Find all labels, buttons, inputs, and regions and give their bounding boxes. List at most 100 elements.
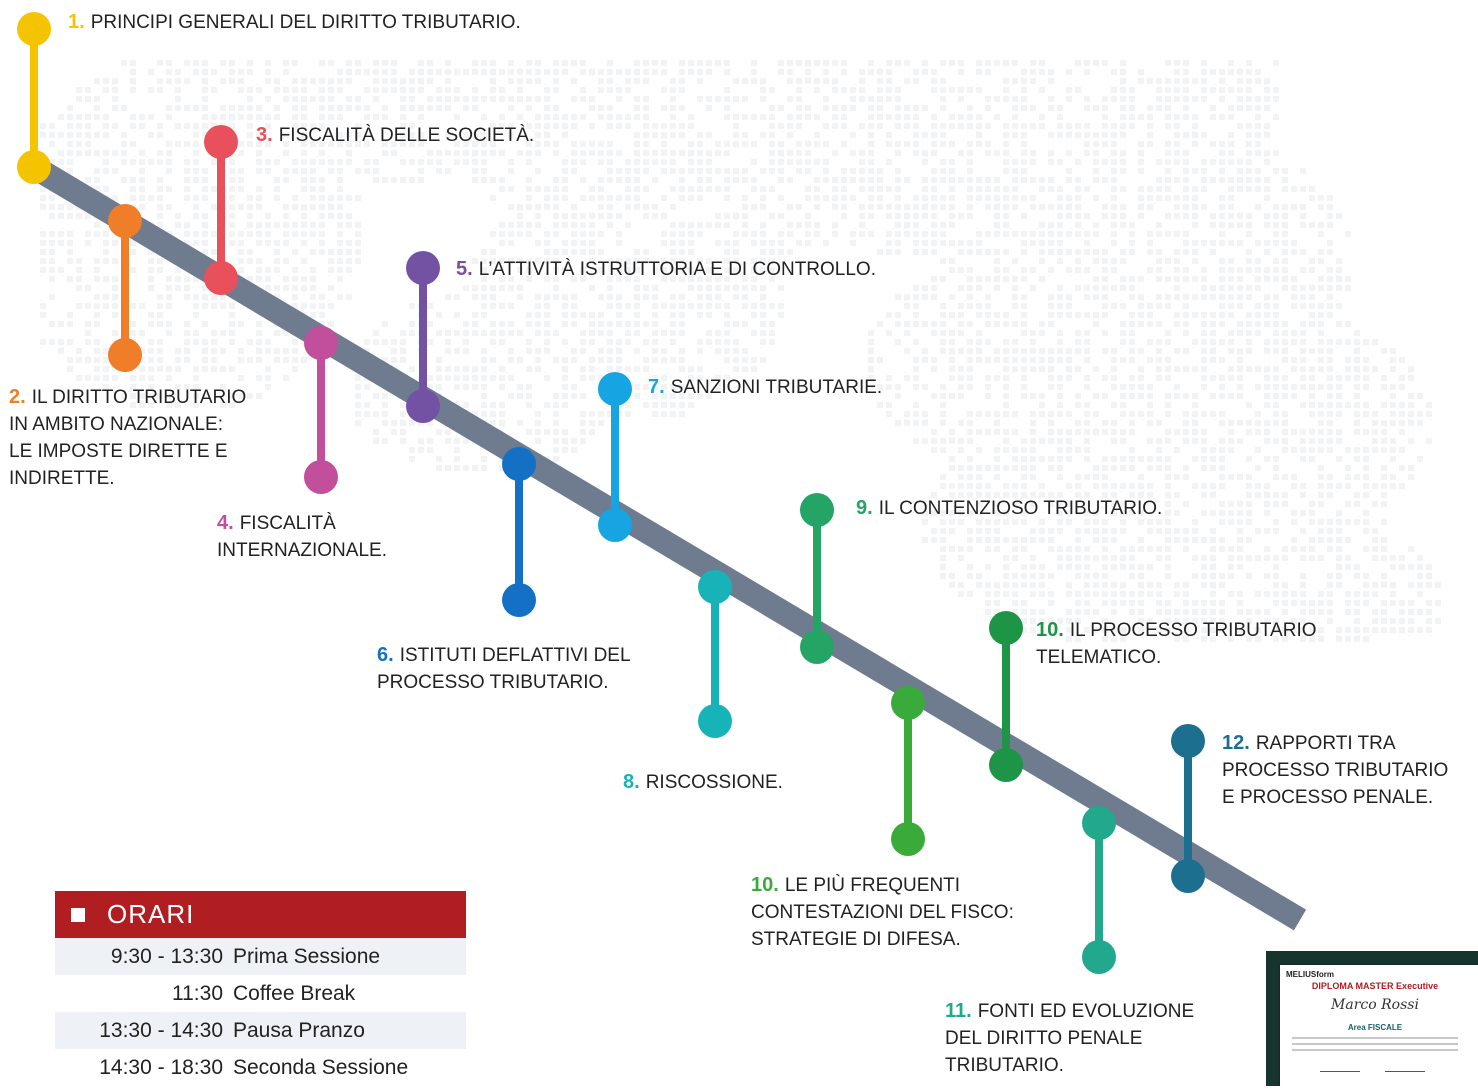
map-dot: [1003, 60, 1009, 66]
map-dot: [985, 609, 991, 615]
map-dot: [1084, 105, 1090, 111]
map-dot: [517, 357, 523, 363]
map-dot: [598, 231, 604, 237]
map-dot: [724, 285, 730, 291]
map-dot: [490, 96, 496, 102]
map-dot: [940, 123, 946, 129]
map-dot: [958, 303, 964, 309]
map-dot: [724, 276, 730, 282]
map-dot: [1282, 213, 1288, 219]
map-dot: [949, 339, 955, 345]
map-dot: [1048, 384, 1054, 390]
map-dot: [931, 429, 937, 435]
topic-text: PROCESSO TRIBUTARIO: [1222, 760, 1449, 781]
map-dot: [1165, 402, 1171, 408]
map-dot: [805, 213, 811, 219]
map-dot: [139, 204, 145, 210]
map-dot: [1048, 294, 1054, 300]
map-dot: [1381, 402, 1387, 408]
map-dot: [733, 123, 739, 129]
map-dot: [859, 159, 865, 165]
map-dot: [310, 285, 316, 291]
map-dot: [922, 60, 928, 66]
map-dot: [499, 150, 505, 156]
map-dot: [166, 78, 172, 84]
map-dot: [616, 123, 622, 129]
map-dot: [1210, 528, 1216, 534]
map-dot: [1192, 123, 1198, 129]
map-dot: [238, 393, 244, 399]
map-dot: [1228, 222, 1234, 228]
topic-9-label: 9.IL CONTENZIOSO TRIBUTARIO.: [856, 495, 1162, 522]
map-dot: [1390, 627, 1396, 633]
map-dot: [1120, 321, 1126, 327]
map-dot: [1111, 420, 1117, 426]
map-dot: [913, 123, 919, 129]
map-dot: [688, 276, 694, 282]
map-dot: [976, 483, 982, 489]
map-dot: [1138, 492, 1144, 498]
map-dot: [337, 276, 343, 282]
map-dot: [67, 105, 73, 111]
map-dot: [598, 114, 604, 120]
map-dot: [994, 510, 1000, 516]
map-dot: [580, 195, 586, 201]
map-dot: [85, 132, 91, 138]
map-dot: [931, 240, 937, 246]
map-dot: [580, 348, 586, 354]
map-dot: [526, 186, 532, 192]
map-dot: [94, 231, 100, 237]
world-map-dot-background: [40, 60, 1441, 642]
map-dot: [760, 114, 766, 120]
map-dot: [697, 276, 703, 282]
map-dot: [1291, 276, 1297, 282]
map-dot: [139, 168, 145, 174]
map-dot: [535, 330, 541, 336]
map-dot: [823, 78, 829, 84]
map-dot: [697, 60, 703, 66]
map-dot: [1093, 285, 1099, 291]
map-dot: [445, 438, 451, 444]
map-dot: [1030, 627, 1036, 633]
map-dot: [1318, 447, 1324, 453]
map-dot: [805, 195, 811, 201]
map-dot: [1003, 249, 1009, 255]
map-dot: [1012, 348, 1018, 354]
map-dot: [1408, 465, 1414, 471]
map-dot: [760, 267, 766, 273]
map-dot: [895, 231, 901, 237]
map-dot: [148, 87, 154, 93]
map-dot: [1129, 87, 1135, 93]
topic-text: DEL DIRITTO PENALE: [945, 1028, 1143, 1049]
map-dot: [175, 402, 181, 408]
map-dot: [346, 78, 352, 84]
map-dot: [1021, 465, 1027, 471]
map-dot: [598, 150, 604, 156]
map-dot: [1003, 375, 1009, 381]
map-dot: [1039, 249, 1045, 255]
map-dot: [1381, 474, 1387, 480]
map-dot: [661, 159, 667, 165]
map-dot: [166, 114, 172, 120]
map-dot: [1129, 600, 1135, 606]
map-dot: [229, 204, 235, 210]
map-dot: [1282, 600, 1288, 606]
map-dot: [607, 411, 613, 417]
map-dot: [706, 285, 712, 291]
map-dot: [967, 537, 973, 543]
map-dot: [625, 258, 631, 264]
map-dot: [913, 132, 919, 138]
map-dot: [1012, 276, 1018, 282]
map-dot: [1246, 60, 1252, 66]
map-dot: [742, 366, 748, 372]
map-dot: [562, 177, 568, 183]
map-dot: [1057, 231, 1063, 237]
map-dot: [1075, 213, 1081, 219]
map-dot: [733, 132, 739, 138]
map-dot: [310, 78, 316, 84]
map-dot: [85, 303, 91, 309]
map-dot: [715, 186, 721, 192]
map-dot: [796, 159, 802, 165]
map-dot: [1300, 348, 1306, 354]
map-dot: [526, 60, 532, 66]
